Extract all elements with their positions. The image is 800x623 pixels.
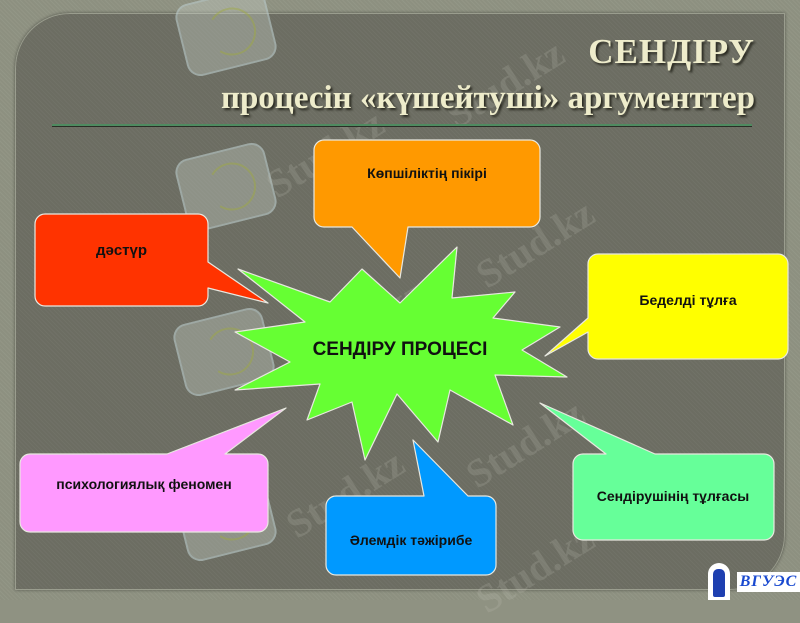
- callout-label-tradition: дәстүр: [95, 241, 148, 259]
- callout-persuader-personality: [539, 402, 775, 541]
- callout-authority-figure: [544, 253, 789, 360]
- callout-label-persuader-personality: Сендірушінің тұлғасы: [596, 488, 750, 505]
- center-label: СЕНДІРУ ПРОЦЕСІ: [312, 338, 488, 360]
- callout-label-world-experience: Әлемдік тәжірибе: [349, 532, 473, 549]
- title-divider: [52, 124, 752, 127]
- callout-psych-phenomenon: [19, 407, 287, 533]
- callout-majority-opinion: [313, 139, 541, 279]
- center-star: [234, 246, 568, 461]
- callout-label-psych-phenomenon: психологиялық феномен: [56, 476, 232, 493]
- slide-title: СЕНДІРУ: [588, 32, 755, 71]
- callout-world-experience: [325, 439, 497, 576]
- university-emblem-icon: [708, 563, 730, 600]
- slide-subtitle: процесін «күшейтуші» аргументтер: [220, 80, 755, 116]
- diagram-shapes: [19, 139, 789, 576]
- callout-label-authority-figure: Беделді тұлға: [639, 292, 737, 309]
- callout-label-majority-opinion: Көпшіліктің пікірі: [367, 165, 487, 182]
- university-logo-text: ВГУЭС: [737, 572, 800, 592]
- callout-tradition: [34, 213, 269, 307]
